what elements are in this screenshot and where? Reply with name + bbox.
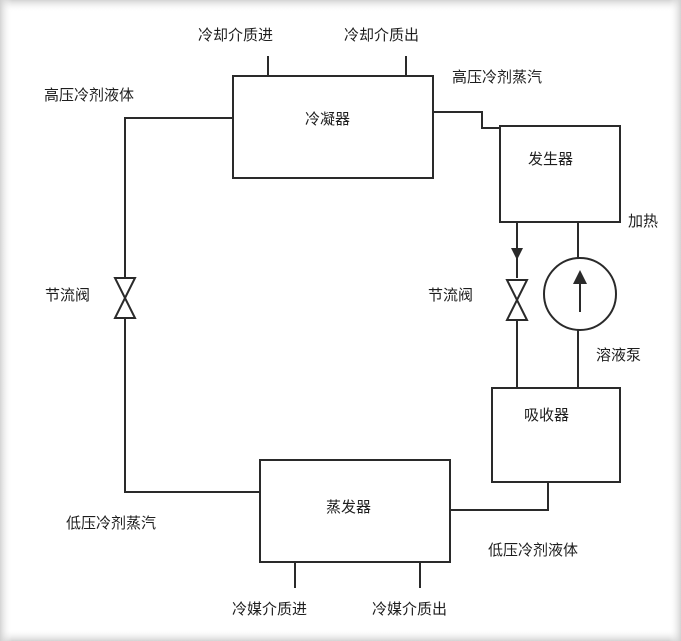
- hp-refrigerant-vapor-label: 高压冷剂蒸汽: [452, 68, 542, 86]
- cooling-medium-out-label: 冷却介质出: [344, 26, 419, 44]
- condenser-box: [232, 75, 434, 179]
- hp-vapor-pipe: [433, 111, 500, 129]
- chilled-medium-out-label: 冷媒介质出: [372, 600, 447, 618]
- hp-liquid-pipe: [124, 117, 233, 278]
- absorber-label: 吸收器: [524, 406, 569, 424]
- flow-arrow-icon: [511, 248, 523, 260]
- lp-refrigerant-liquid-label: 低压冷剂液体: [488, 541, 578, 559]
- evaporator-label: 蒸发器: [326, 498, 371, 516]
- throttle-valve-right-icon: [505, 279, 529, 321]
- throttle-valve-left-icon: [113, 277, 137, 319]
- pump-arrow-head-icon: [573, 270, 587, 284]
- cooling-medium-in-label: 冷却介质进: [198, 26, 273, 44]
- solution-pump-label: 溶液泵: [596, 346, 641, 364]
- evaporator-box: [259, 459, 451, 563]
- lp-vapor-pipe: [124, 318, 260, 493]
- throttle-right-label: 节流阀: [428, 286, 473, 304]
- hp-refrigerant-liquid-label: 高压冷剂液体: [44, 86, 134, 104]
- throttle-left-label: 节流阀: [45, 286, 90, 304]
- condenser-label: 冷凝器: [305, 110, 350, 128]
- absorber-box: [491, 387, 621, 483]
- generator-label: 发生器: [528, 150, 573, 168]
- chilled-medium-in-label: 冷媒介质进: [232, 600, 307, 618]
- lp-refrigerant-vapor-label: 低压冷剂蒸汽: [66, 514, 156, 532]
- generator-box: [499, 125, 621, 223]
- heating-label: 加热: [628, 212, 658, 230]
- evaporator-to-absorber-pipe: [450, 482, 549, 511]
